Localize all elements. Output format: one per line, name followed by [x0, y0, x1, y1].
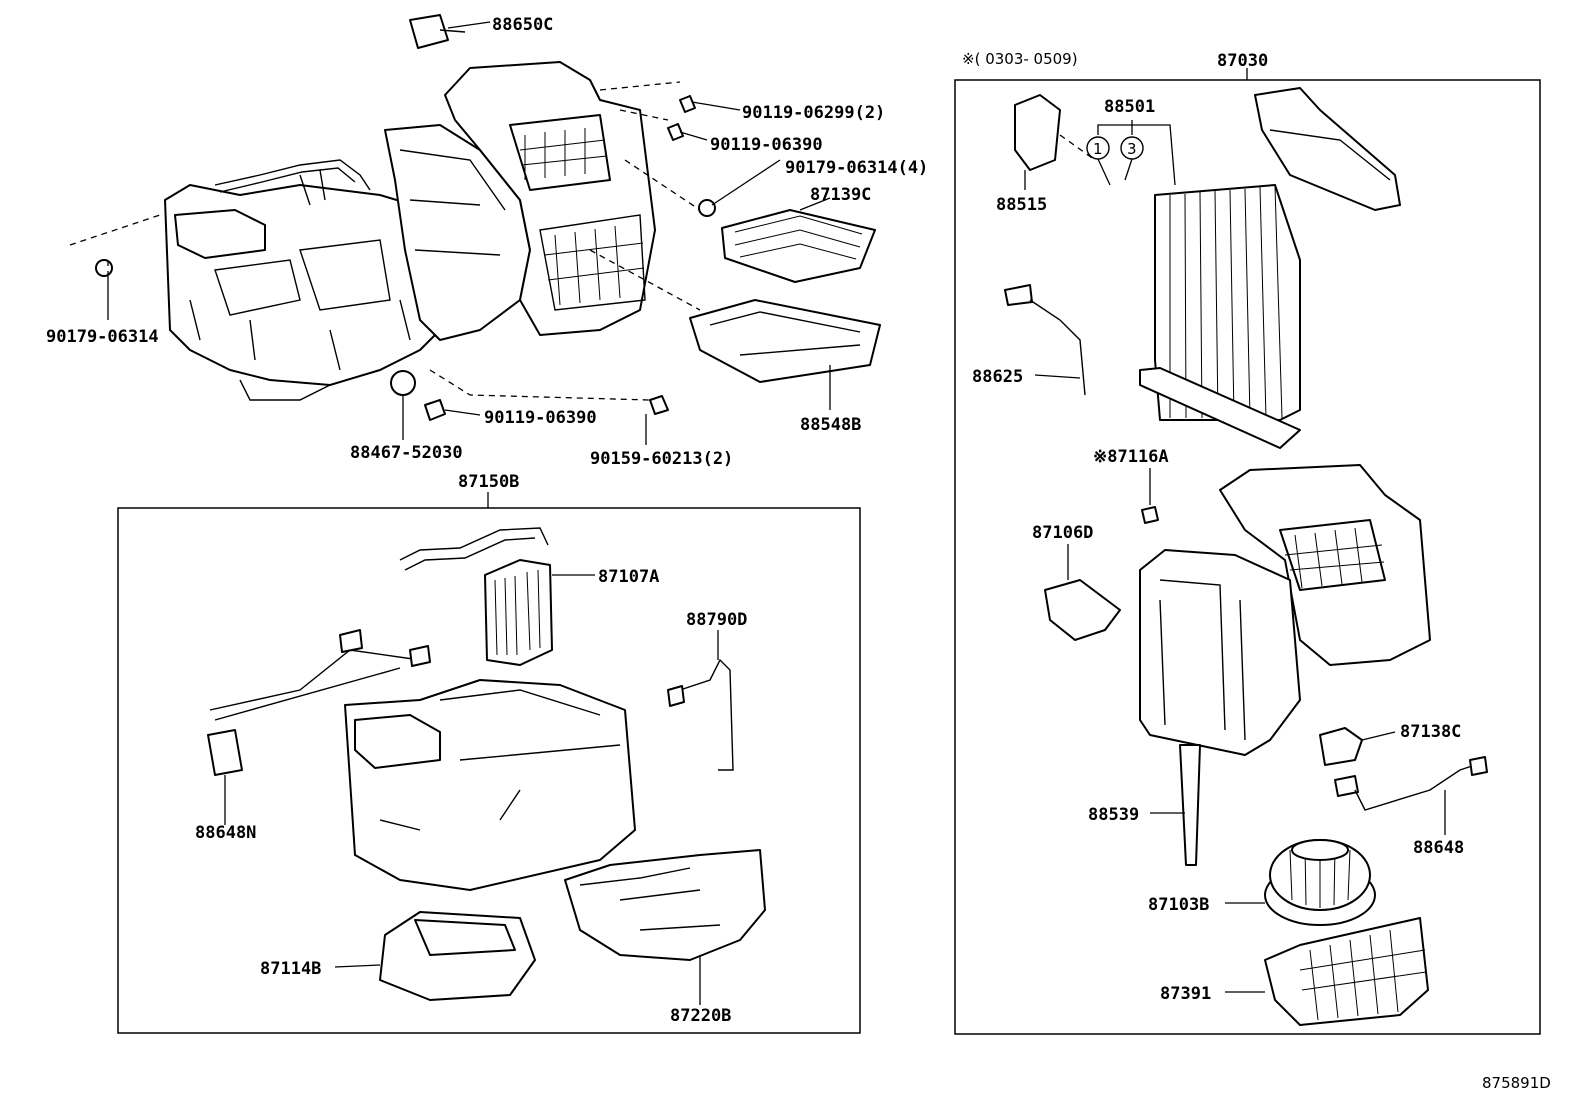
label-88548B: 88548B: [800, 415, 861, 435]
label-90119-06390-bottom: 90119-06390: [484, 408, 597, 428]
label-87220B: 87220B: [670, 1006, 731, 1026]
label-88501: 88501: [1104, 97, 1155, 117]
label-87391: 87391: [1160, 984, 1211, 1004]
circle-label-1: 1: [1093, 140, 1103, 158]
label-90119-06390-top: 90119-06390: [710, 135, 823, 155]
label-87030: 87030: [1217, 51, 1268, 71]
diagram-id: 875891D: [1482, 1074, 1551, 1092]
blower-unit-parts: [1004, 87, 1488, 1026]
label-87139C: 87139C: [810, 185, 871, 205]
label-87103B: 87103B: [1148, 895, 1209, 915]
label-88648N: 88648N: [195, 823, 256, 843]
label-87106D: 87106D: [1032, 523, 1093, 543]
frame-87150B: [117, 507, 861, 1034]
label-88515: 88515: [996, 195, 1047, 215]
label-90119-06299: 90119-06299(2): [742, 103, 885, 123]
heater-unit-parts: [207, 527, 766, 1005]
label-87107A: 87107A: [598, 567, 659, 587]
label-90159-60213: 90159-60213(2): [590, 449, 733, 469]
label-90179-06314-4: 90179-06314(4): [785, 158, 928, 178]
label-90179-06314: 90179-06314: [46, 327, 159, 347]
label-88467-52030: 88467-52030: [350, 443, 463, 463]
label-87116A: ※87116A: [1093, 447, 1169, 467]
label-88539: 88539: [1088, 805, 1139, 825]
label-87114B: 87114B: [260, 959, 321, 979]
label-88650C: 88650C: [492, 15, 553, 35]
label-88790D: 88790D: [686, 610, 747, 630]
label-88648: 88648: [1413, 838, 1464, 858]
label-88625: 88625: [972, 367, 1023, 387]
note-range: ※( 0303- 0509): [962, 50, 1078, 68]
label-87150B: 87150B: [458, 472, 519, 492]
main-hvac-assembly: [69, 14, 881, 421]
label-87138C: 87138C: [1400, 722, 1461, 742]
circle-label-3: 3: [1127, 140, 1137, 158]
